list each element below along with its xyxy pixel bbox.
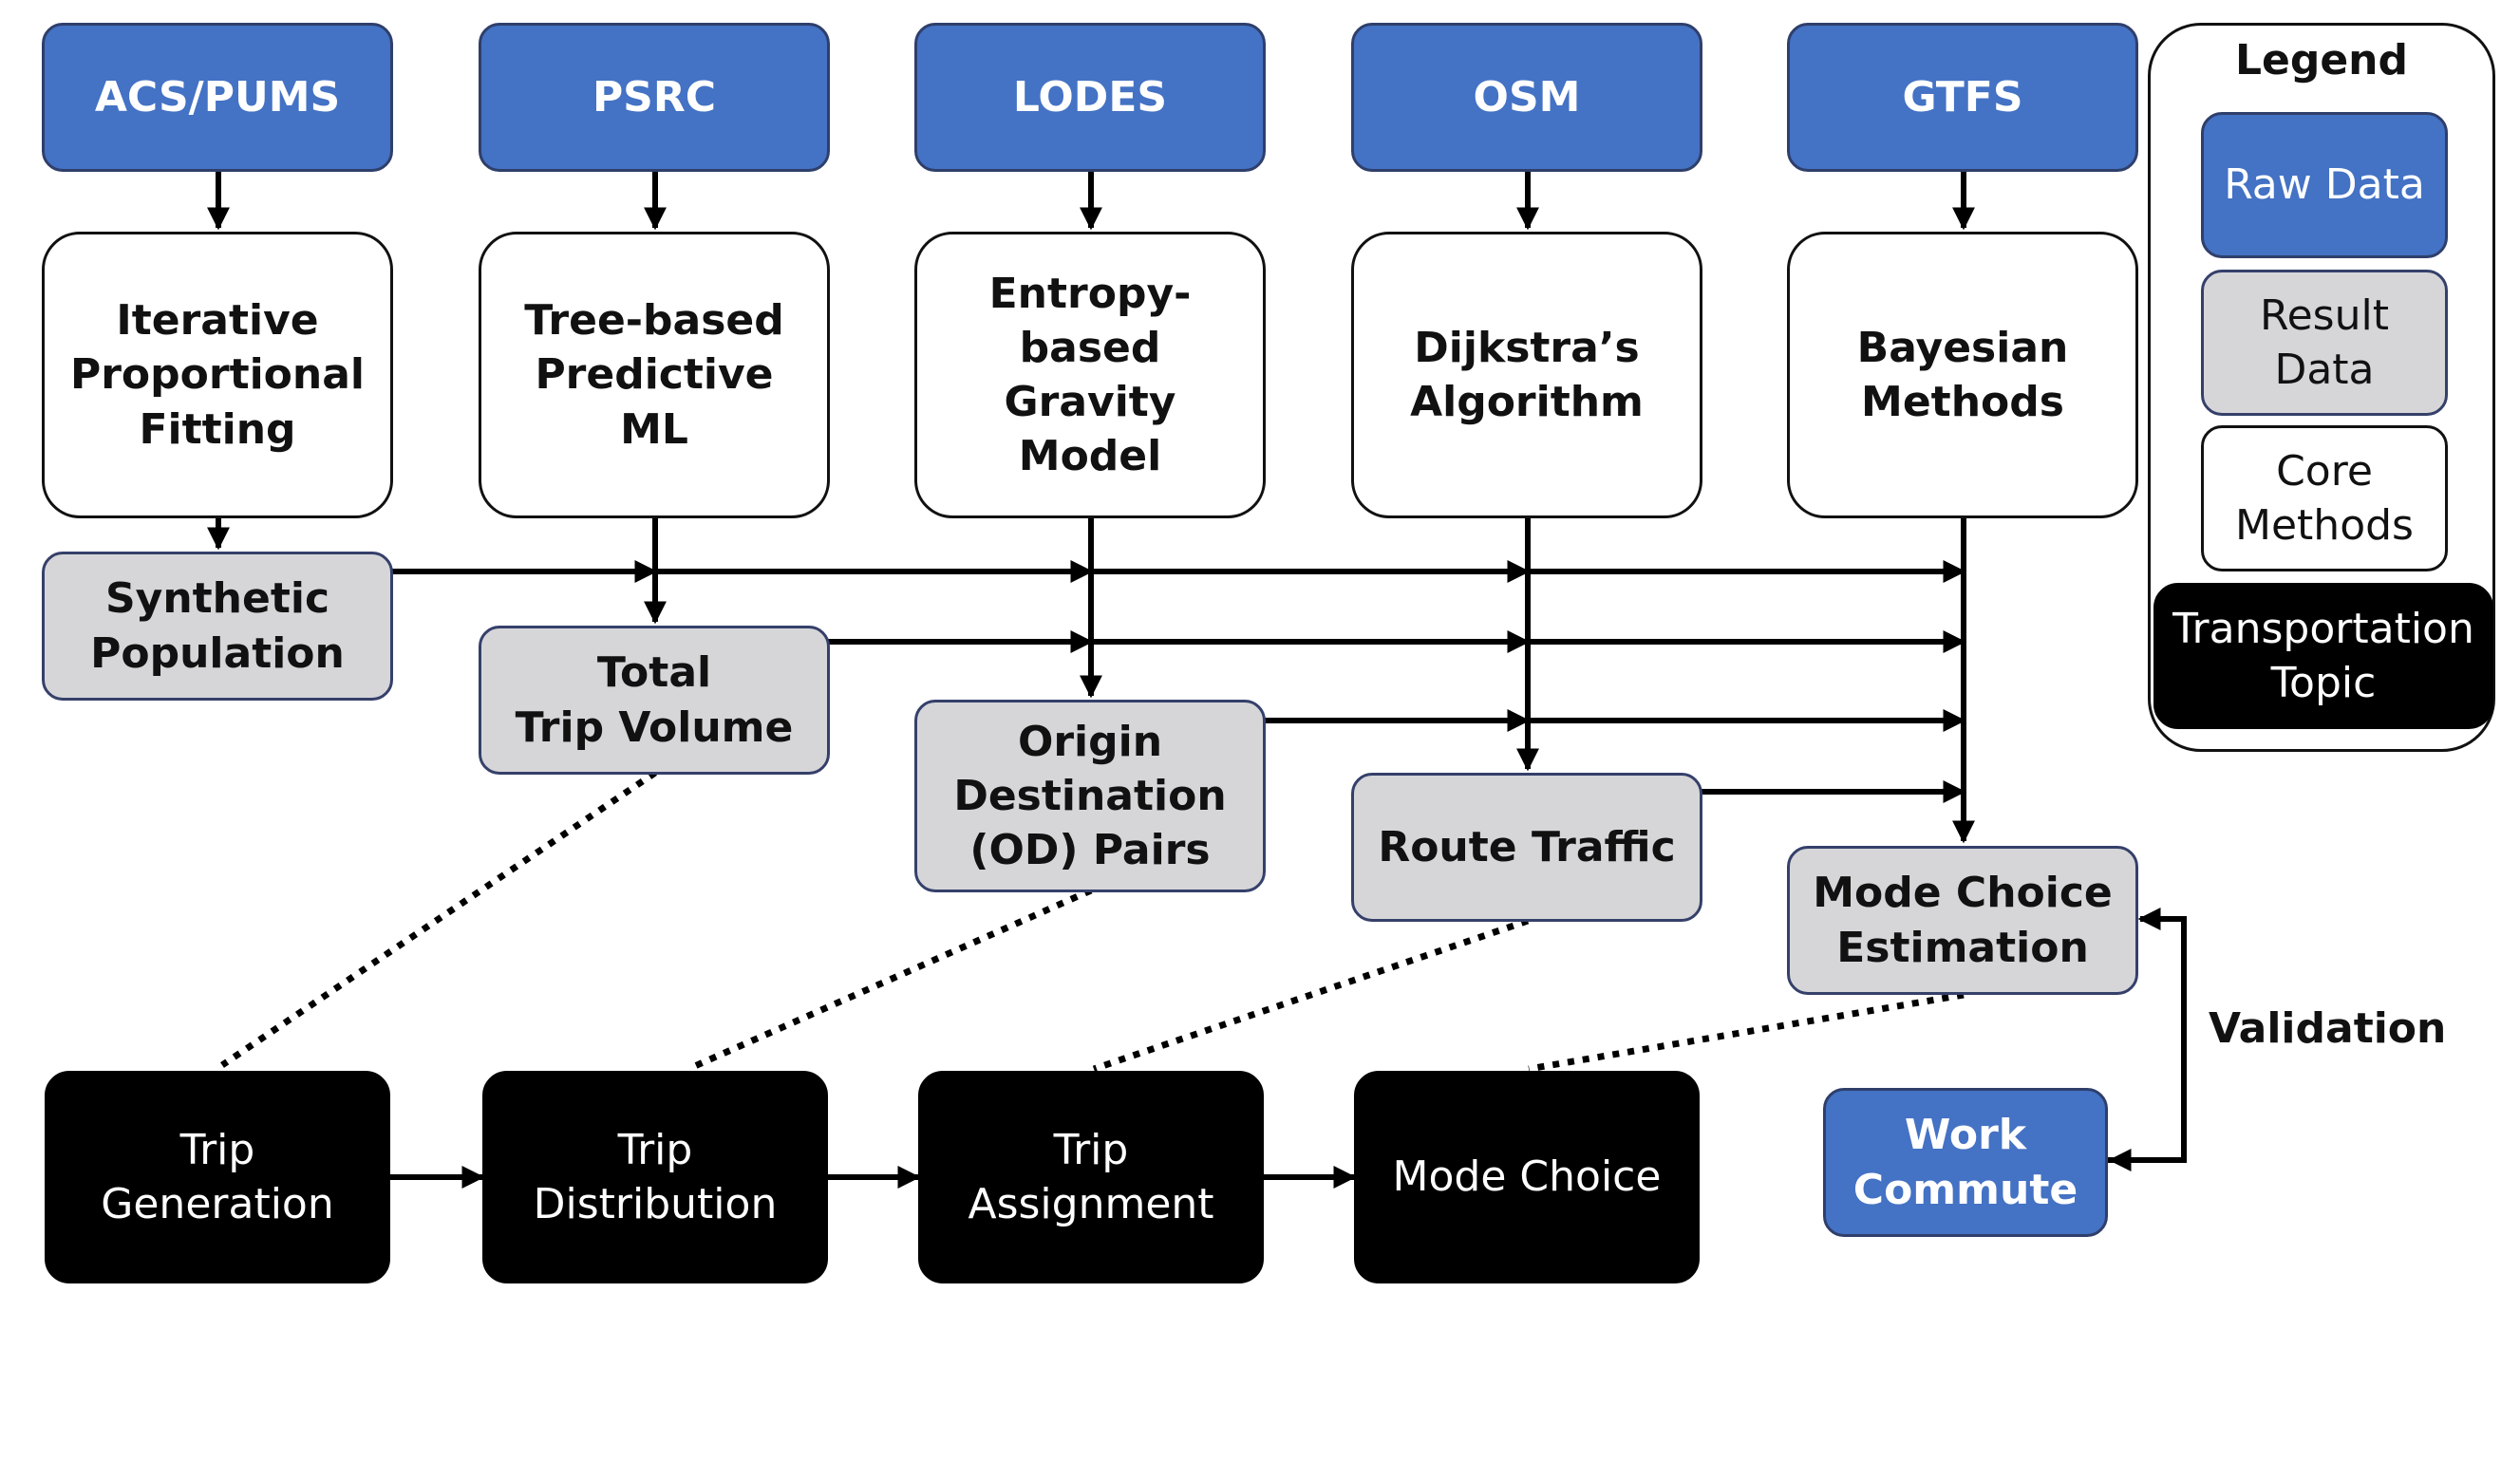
- validation-label: Validation: [2209, 1004, 2447, 1053]
- total-trip-volume-label: Total Trip Volume: [515, 648, 794, 752]
- legend-raw-data: Raw Data: [2201, 112, 2448, 258]
- legend-result-data: Result Data: [2201, 270, 2448, 416]
- ipf-method-label: Iterative Proportional Fitting: [69, 296, 366, 454]
- mode-choice-label: Mode Choice: [1392, 1152, 1662, 1202]
- tree-ml-method-label: Tree-based Predictive ML: [524, 296, 784, 454]
- legend-title: Legend: [2234, 36, 2409, 84]
- gravity-method-box: Entropy- based Gravity Model: [914, 232, 1266, 518]
- bayesian-method-box: Bayesian Methods: [1787, 232, 2138, 518]
- tree-ml-method-box: Tree-based Predictive ML: [479, 232, 830, 518]
- gtfs-box: GTFS: [1787, 23, 2138, 172]
- trip-assignment-box: Trip Assignment: [918, 1071, 1264, 1283]
- route-traffic-label: Route Traffic: [1378, 822, 1676, 871]
- legend-transportation-topic: Transportation Topic: [2153, 583, 2493, 729]
- dijkstra-method-label: Dijkstra’s Algorithm: [1410, 323, 1644, 426]
- legend-core-methods-label: Core Methods: [2235, 446, 2414, 550]
- lodes-box: LODES: [914, 23, 1266, 172]
- route-traffic-box: Route Traffic: [1351, 773, 1702, 922]
- osm-box: OSM: [1351, 23, 1702, 172]
- trip-generation-box: Trip Generation: [45, 1071, 390, 1283]
- legend-core-methods: Core Methods: [2201, 425, 2448, 571]
- od-pairs-box: Origin Destination (OD) Pairs: [914, 700, 1266, 892]
- psrc-box: PSRC: [479, 23, 830, 172]
- dotted-volume-to-generation: [220, 770, 657, 1068]
- dotted-mode-est-to-modechoice: [1528, 991, 1965, 1073]
- total-trip-volume-box: Total Trip Volume: [479, 626, 830, 775]
- legend-transportation-topic-label: Transportation Topic: [2172, 604, 2474, 707]
- legend-raw-data-label: Raw Data: [2224, 160, 2425, 210]
- bayesian-method-label: Bayesian Methods: [1856, 323, 2069, 426]
- gravity-method-label: Entropy- based Gravity Model: [988, 269, 1192, 481]
- dotted-route-to-assignment: [1092, 917, 1530, 1073]
- lodes-label: LODES: [1012, 72, 1168, 122]
- psrc-label: PSRC: [592, 72, 717, 122]
- trip-assignment-label: Trip Assignment: [968, 1125, 1214, 1228]
- mode-choice-estimation-box: Mode Choice Estimation: [1787, 846, 2138, 995]
- dotted-od-to-distribution: [686, 887, 1093, 1073]
- mode-choice-box: Mode Choice: [1354, 1071, 1700, 1283]
- acs-pums-box: ACS/PUMS: [42, 23, 393, 172]
- legend-result-data-label: Result Data: [2260, 290, 2389, 394]
- work-commute-label: Work Commute: [1852, 1111, 2078, 1214]
- synthetic-population-label: Synthetic Population: [90, 574, 345, 678]
- osm-label: OSM: [1473, 72, 1581, 122]
- mode-choice-estimation-label: Mode Choice Estimation: [1813, 869, 2113, 972]
- trip-distribution-box: Trip Distribution: [482, 1071, 828, 1283]
- ipf-method-box: Iterative Proportional Fitting: [42, 232, 393, 518]
- trip-generation-label: Trip Generation: [101, 1125, 334, 1228]
- od-pairs-label: Origin Destination (OD) Pairs: [953, 717, 1227, 875]
- acs-pums-label: ACS/PUMS: [94, 72, 341, 122]
- trip-distribution-label: Trip Distribution: [533, 1125, 778, 1228]
- dijkstra-method-box: Dijkstra’s Algorithm: [1351, 232, 1702, 518]
- work-commute-box: Work Commute: [1823, 1088, 2108, 1237]
- synthetic-population-box: Synthetic Population: [42, 552, 393, 701]
- gtfs-label: GTFS: [1902, 72, 2023, 122]
